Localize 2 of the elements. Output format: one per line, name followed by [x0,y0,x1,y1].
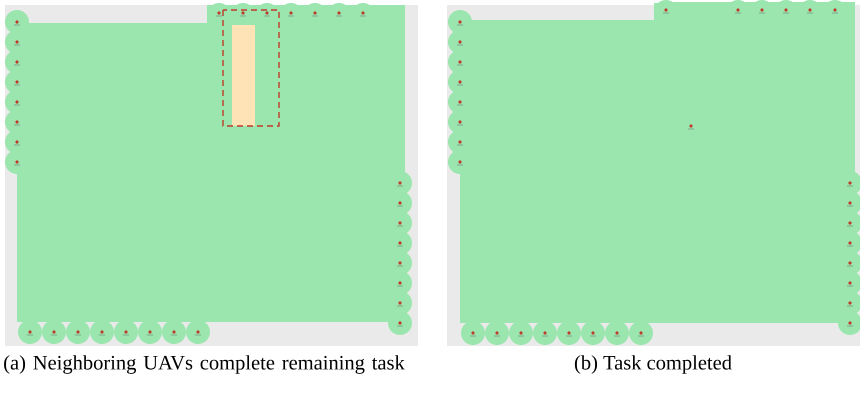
subfigure-caption: (a) Neighboring UAVs complete remaining task [4,355,405,374]
subfigure-caption: (b) Task completed [574,355,732,374]
